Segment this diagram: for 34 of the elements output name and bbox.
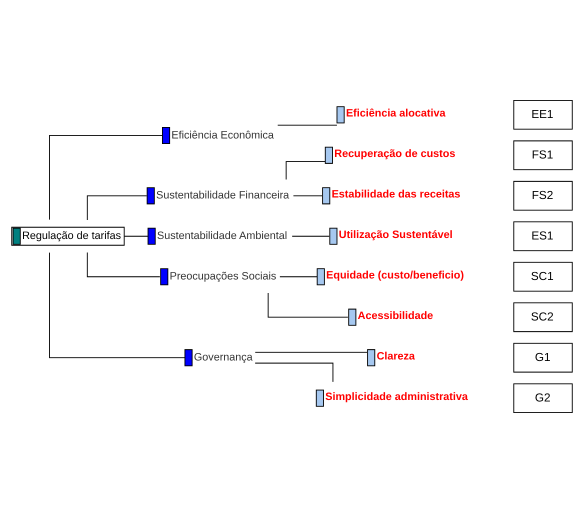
node-box: FS1 — [513, 140, 573, 170]
node-label: Preocupações Sociais — [170, 270, 276, 283]
connector — [124, 236, 148, 237]
node-label: Estabilidade das receitas — [332, 188, 460, 201]
node-box: FS2 — [513, 180, 573, 211]
connector — [292, 236, 330, 237]
node-box: EE1 — [513, 100, 573, 130]
connector — [86, 252, 160, 278]
node-box: SC1 — [513, 262, 573, 292]
node-label: Eficiência Econômica — [171, 129, 274, 142]
node-box: G2 — [513, 383, 573, 414]
node-label: Equidade (custo/beneficio) — [326, 270, 464, 282]
node-label: Utilização Sustentável — [338, 229, 453, 242]
node-label: Clareza — [376, 350, 415, 363]
connector — [49, 135, 163, 220]
node-box: G1 — [513, 342, 573, 373]
connector — [286, 161, 326, 180]
node-label: Simplicidade administrativa — [325, 391, 468, 404]
node-label: Governança — [194, 352, 253, 364]
node-box: ES1 — [513, 221, 573, 252]
node-label: Acessibilidade — [358, 310, 434, 322]
connector — [254, 352, 368, 353]
connector — [268, 292, 348, 318]
node-box: SC2 — [513, 302, 573, 332]
node-label: Recuperação de custos — [334, 148, 456, 160]
connector — [292, 195, 322, 196]
node-label: Sustentabilidade Financeira — [156, 190, 290, 202]
connector — [49, 252, 186, 358]
connector — [277, 124, 338, 126]
node-label: Eficiência alocativa — [346, 108, 446, 120]
connector — [86, 195, 148, 220]
connector — [279, 276, 318, 278]
connector — [254, 362, 334, 382]
node-label: Sustentabilidade Ambiental — [157, 230, 288, 242]
